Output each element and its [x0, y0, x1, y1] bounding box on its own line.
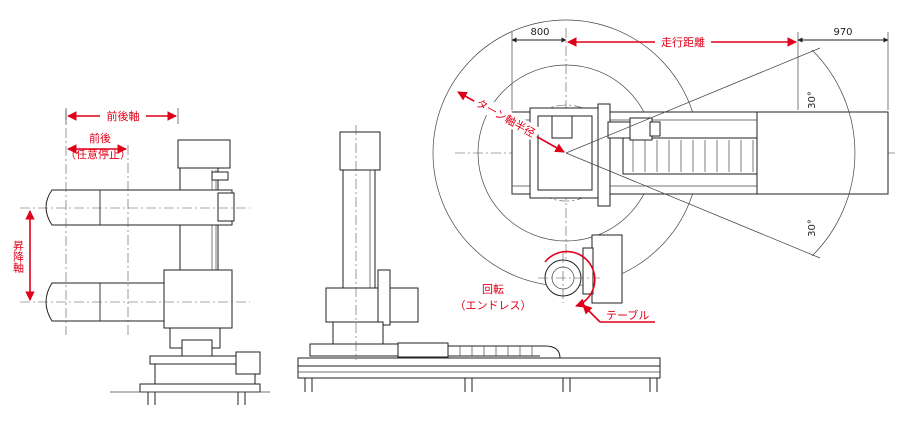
travel-distance-label: 走行距離: [661, 35, 705, 49]
cable-track: [632, 140, 754, 172]
front-rear-axis-label: 前後軸: [107, 109, 140, 123]
front-rear-label: 前後: [89, 131, 111, 145]
plan-view: [432, 19, 895, 304]
front-view: [20, 110, 270, 405]
table-label: テーブル: [606, 308, 649, 322]
cable-chain: [448, 345, 561, 359]
angle-top: 30°: [807, 91, 818, 109]
lift-axis-dimension: 昇降軸: [10, 210, 35, 301]
travel-distance-dimension: 走行距離: [567, 34, 797, 49]
rotation-label: 回転: [482, 283, 504, 296]
front-rear-axis-dimension: 前後軸 前後 （任意停止）: [65, 108, 179, 161]
table-callout: テーブル: [582, 304, 655, 323]
dim-970: 970: [833, 27, 852, 38]
dim-800: 800: [530, 27, 549, 38]
lift-axis-label: 昇降軸: [12, 240, 25, 274]
rotation-indicator: 回転 （エンドレス）: [455, 250, 596, 312]
angle-bottom: 30°: [807, 219, 818, 237]
endless-label: （エンドレス）: [455, 299, 532, 312]
side-view: [297, 125, 661, 392]
